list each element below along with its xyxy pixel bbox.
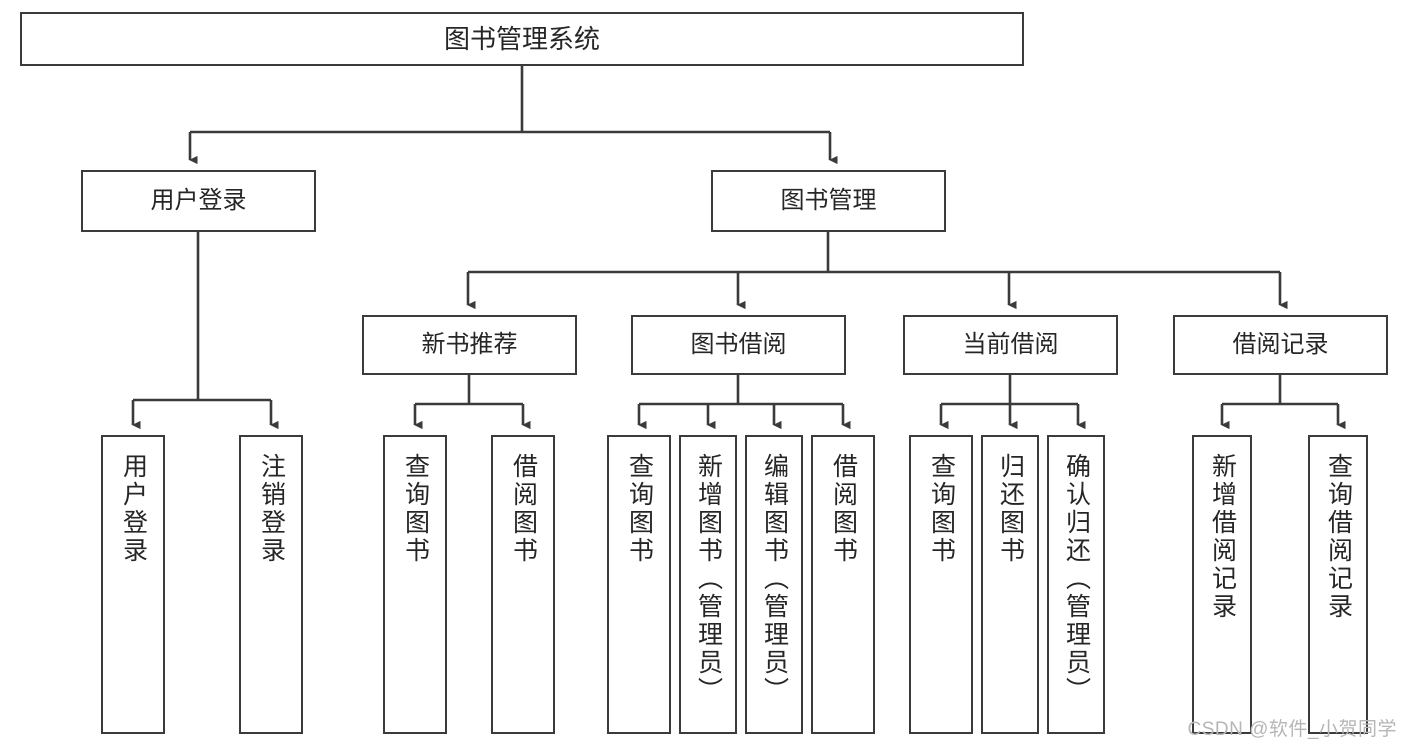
node-user-login-label: 用户登录 [150, 187, 247, 215]
node-leaf-user-login[interactable]: 用户登录 [101, 435, 165, 734]
node-current-borrow[interactable]: 当前借阅 [903, 315, 1118, 375]
node-borrow-record[interactable]: 借阅记录 [1173, 315, 1388, 375]
node-leaf-query-book-1[interactable]: 查询图书 [383, 435, 447, 734]
node-leaf-query-book-2[interactable]: 查询图书 [607, 435, 671, 734]
node-leaf-return-book-label: 归还图书 [996, 453, 1025, 565]
node-leaf-user-logout-label: 注销登录 [257, 453, 286, 565]
node-leaf-query-record-label: 查询借阅记录 [1324, 453, 1353, 621]
node-borrow-record-label: 借阅记录 [1232, 331, 1329, 359]
node-leaf-add-record-label: 新增借阅记录 [1208, 453, 1237, 621]
node-leaf-user-login-label: 用户登录 [119, 453, 148, 565]
csdn-watermark: CSDN @软件_小贺同学 [1187, 719, 1397, 740]
node-leaf-add-book[interactable]: 新增图书（管理员） [679, 435, 737, 734]
node-current-borrow-label: 当前借阅 [962, 331, 1059, 359]
node-book-borrow-label: 图书借阅 [690, 331, 787, 359]
node-leaf-query-book-2-label: 查询图书 [625, 453, 654, 565]
node-leaf-borrow-book-2[interactable]: 借阅图书 [811, 435, 875, 734]
node-leaf-query-book-1-label: 查询图书 [401, 453, 430, 565]
node-leaf-return-book[interactable]: 归还图书 [981, 435, 1039, 734]
node-leaf-edit-book[interactable]: 编辑图书（管理员） [745, 435, 803, 734]
node-new-book-rec[interactable]: 新书推荐 [362, 315, 577, 375]
node-leaf-add-book-label: 新增图书（管理员） [694, 453, 723, 705]
node-leaf-add-record[interactable]: 新增借阅记录 [1192, 435, 1252, 734]
node-leaf-borrow-book-1[interactable]: 借阅图书 [491, 435, 555, 734]
node-root-label: 图书管理系统 [443, 23, 600, 54]
node-leaf-query-book-3-label: 查询图书 [927, 453, 956, 565]
node-leaf-query-book-3[interactable]: 查询图书 [909, 435, 973, 734]
node-leaf-edit-book-label: 编辑图书（管理员） [760, 453, 789, 705]
node-book-borrow[interactable]: 图书借阅 [631, 315, 846, 375]
node-leaf-confirm-return[interactable]: 确认归还（管理员） [1047, 435, 1105, 734]
node-leaf-user-logout[interactable]: 注销登录 [239, 435, 303, 734]
node-new-book-rec-label: 新书推荐 [421, 331, 518, 359]
node-user-login[interactable]: 用户登录 [81, 170, 316, 232]
node-book-manage-label: 图书管理 [780, 187, 877, 215]
node-leaf-confirm-return-label: 确认归还（管理员） [1062, 453, 1091, 705]
node-root[interactable]: 图书管理系统 [20, 12, 1024, 66]
node-leaf-borrow-book-2-label: 借阅图书 [829, 453, 858, 565]
node-book-manage[interactable]: 图书管理 [711, 170, 946, 232]
node-leaf-borrow-book-1-label: 借阅图书 [509, 453, 538, 565]
node-leaf-query-record[interactable]: 查询借阅记录 [1308, 435, 1368, 734]
